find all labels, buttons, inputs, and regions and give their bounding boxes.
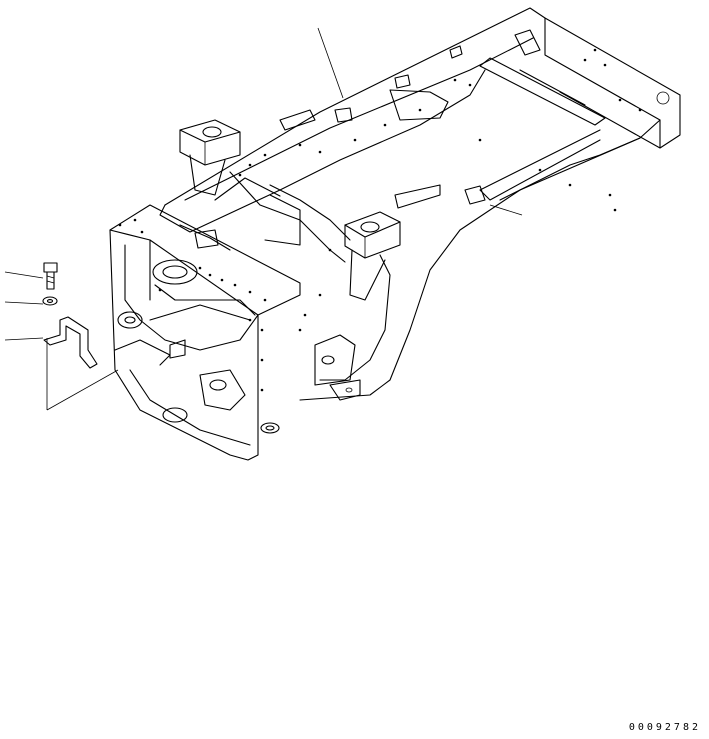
main-frame <box>109 7 681 461</box>
bolt-holes <box>118 48 642 392</box>
bracket-part <box>43 316 98 369</box>
drawing-code: 00092782 <box>628 722 701 733</box>
leader-lines <box>4 27 344 411</box>
bolt-part <box>43 262 58 290</box>
washer-part <box>42 296 58 306</box>
